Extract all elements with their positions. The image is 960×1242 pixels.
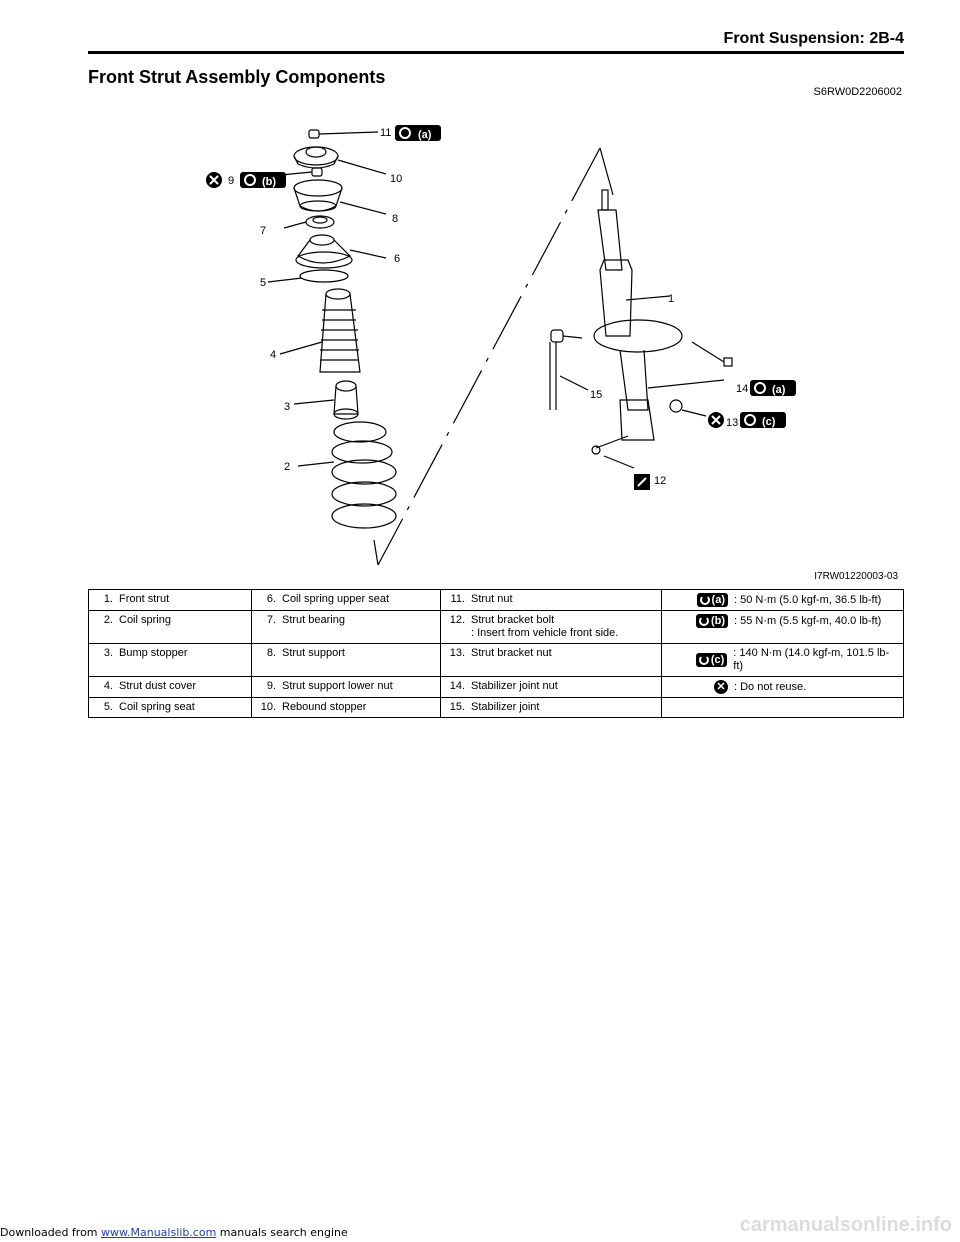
figure-id: I7RW01220003-03 [814, 571, 898, 582]
legend-cell: 14.Stabilizer joint nut [440, 676, 662, 698]
legend-cell: 6.Coil spring upper seat [251, 589, 441, 611]
torque-badge-b-icon: (b) [695, 614, 728, 628]
legend-spec-cell [661, 697, 904, 718]
legend-cell: 12.Strut bracket bolt: Insert from vehic… [440, 610, 662, 644]
download-footer: Downloaded from www.Manualslib.com manua… [0, 1226, 348, 1239]
callout-15: 15 [590, 389, 602, 401]
legend-cell: 8.Strut support [251, 643, 441, 677]
strut-nut-part [308, 129, 379, 139]
callout-10: 10 [390, 173, 402, 185]
legend-cell: 15.Stabilizer joint [440, 697, 662, 718]
strut-exploded-diagram: 11 10 9 8 7 6 5 4 3 2 1 15 14 13 12 (a) … [88, 110, 904, 580]
legend-cell: 5.Coil spring seat [88, 697, 252, 718]
front-strut-part [593, 189, 683, 441]
legend-row: 2.Coil spring 7.Strut bearing 12.Strut b… [88, 610, 904, 644]
legend-cell: 2.Coil spring [88, 610, 252, 644]
legend-cell: 7.Strut bearing [251, 610, 441, 644]
legend-row: 3.Bump stopper 8.Strut support 13.Strut … [88, 643, 904, 677]
callout-7: 7 [260, 225, 266, 237]
assembly-guide-line-short [599, 147, 614, 196]
legend-spec-cell: (b): 55 N·m (5.5 kgf-m, 40.0 lb-ft) [661, 610, 904, 644]
legend-cell: 9.Strut support lower nut [251, 676, 441, 698]
legend-cell: 13.Strut bracket nut [440, 643, 662, 677]
coil-spring-upper-seat-part [295, 234, 387, 269]
callout-1: 1 [668, 293, 674, 305]
callout-3: 3 [284, 401, 290, 413]
torque-badge-a-icon: (a) [696, 593, 728, 607]
svg-text:(a): (a) [418, 129, 432, 141]
header-rule [88, 51, 904, 54]
coil-spring-seat-part [267, 269, 349, 283]
callout-6: 6 [394, 253, 400, 265]
page-header: Front Suspension: 2B-4 [88, 28, 904, 52]
callout-5: 5 [260, 277, 266, 289]
bump-stopper-part [293, 380, 359, 420]
strut-bearing-part [283, 215, 335, 229]
manualslib-link[interactable]: www.Manualslib.com [101, 1226, 217, 1239]
callout-2: 2 [284, 461, 290, 473]
legend-row: 4.Strut dust cover 9.Strut support lower… [88, 676, 904, 698]
svg-text:(b): (b) [262, 176, 276, 188]
strut-dust-cover-part [279, 288, 361, 373]
assembly-guide-line [377, 147, 601, 566]
legend-spec-cell: (c): 140 N·m (14.0 kgf-m, 101.5 lb-ft) [661, 643, 904, 677]
stabilizer-joint-part [549, 329, 589, 410]
svg-text:(c): (c) [762, 416, 776, 428]
legend-table: 1.Front strut 6.Coil spring upper seat 1… [88, 589, 904, 718]
legend-cell: 11.Strut nut [440, 589, 662, 611]
legend-cell: 4.Strut dust cover [88, 676, 252, 698]
stabilizer-joint-nut-part [647, 341, 733, 389]
watermark: carmanualsonline.info [739, 1214, 952, 1236]
legend-spec-cell: ✕: Do not reuse. [661, 676, 904, 698]
legend-row: 5.Coil spring seat 10.Rebound stopper 15… [88, 697, 904, 718]
legend-cell: 3.Bump stopper [88, 643, 252, 677]
header-title: Front Suspension: 2B-4 [723, 30, 904, 47]
torque-badge-c-icon: (c) [695, 653, 728, 667]
strut-bracket-bolt-part [591, 435, 635, 469]
callout-12: 12 [654, 475, 666, 487]
callout-14: 14 [736, 383, 748, 395]
section-code: S6RW0D2206002 [813, 86, 902, 98]
footer-suffix: manuals search engine [216, 1226, 348, 1239]
callout-13: 13 [726, 417, 738, 429]
legend-spec-cell: (a): 50 N·m (5.0 kgf-m, 36.5 lb-ft) [661, 589, 904, 611]
legend-cell: 10.Rebound stopper [251, 697, 441, 718]
legend-cell: 1.Front strut [88, 589, 252, 611]
section-title: Front Strut Assembly Components [88, 67, 386, 87]
rebound-stopper-part [293, 146, 387, 175]
no-reuse-icon: ✕ [714, 680, 728, 694]
callout-9: 9 [228, 175, 234, 187]
legend-row: 1.Front strut 6.Coil spring upper seat 1… [88, 589, 904, 611]
strut-support-part [293, 179, 387, 215]
svg-text:(a): (a) [772, 384, 786, 396]
footer-prefix: Downloaded from [0, 1226, 102, 1239]
callout-11: 11 [380, 127, 391, 139]
coil-spring-part [297, 421, 397, 529]
strut-bracket-nut-part [669, 399, 707, 417]
callout-8: 8 [392, 213, 398, 225]
callout-4: 4 [270, 349, 276, 361]
